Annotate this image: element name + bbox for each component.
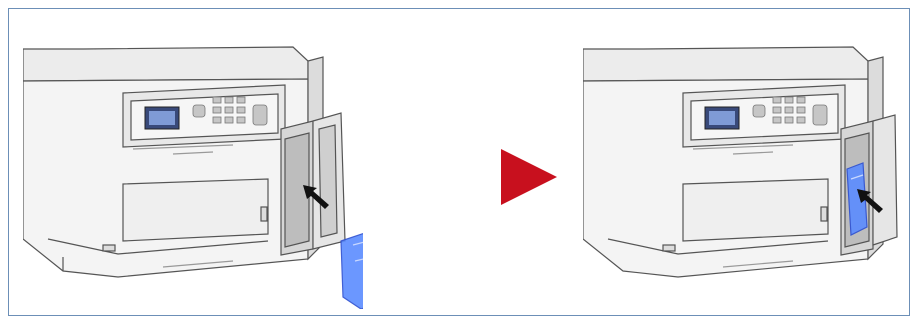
step-arrow-icon	[501, 149, 557, 205]
side-door	[281, 113, 345, 255]
printer-body	[583, 47, 883, 277]
printer-body	[23, 47, 323, 277]
figure-frame	[8, 8, 910, 316]
printer-after-illustration	[583, 9, 903, 309]
panel-display	[145, 107, 179, 129]
panel-display	[705, 107, 739, 129]
printer-before-illustration	[23, 9, 363, 309]
